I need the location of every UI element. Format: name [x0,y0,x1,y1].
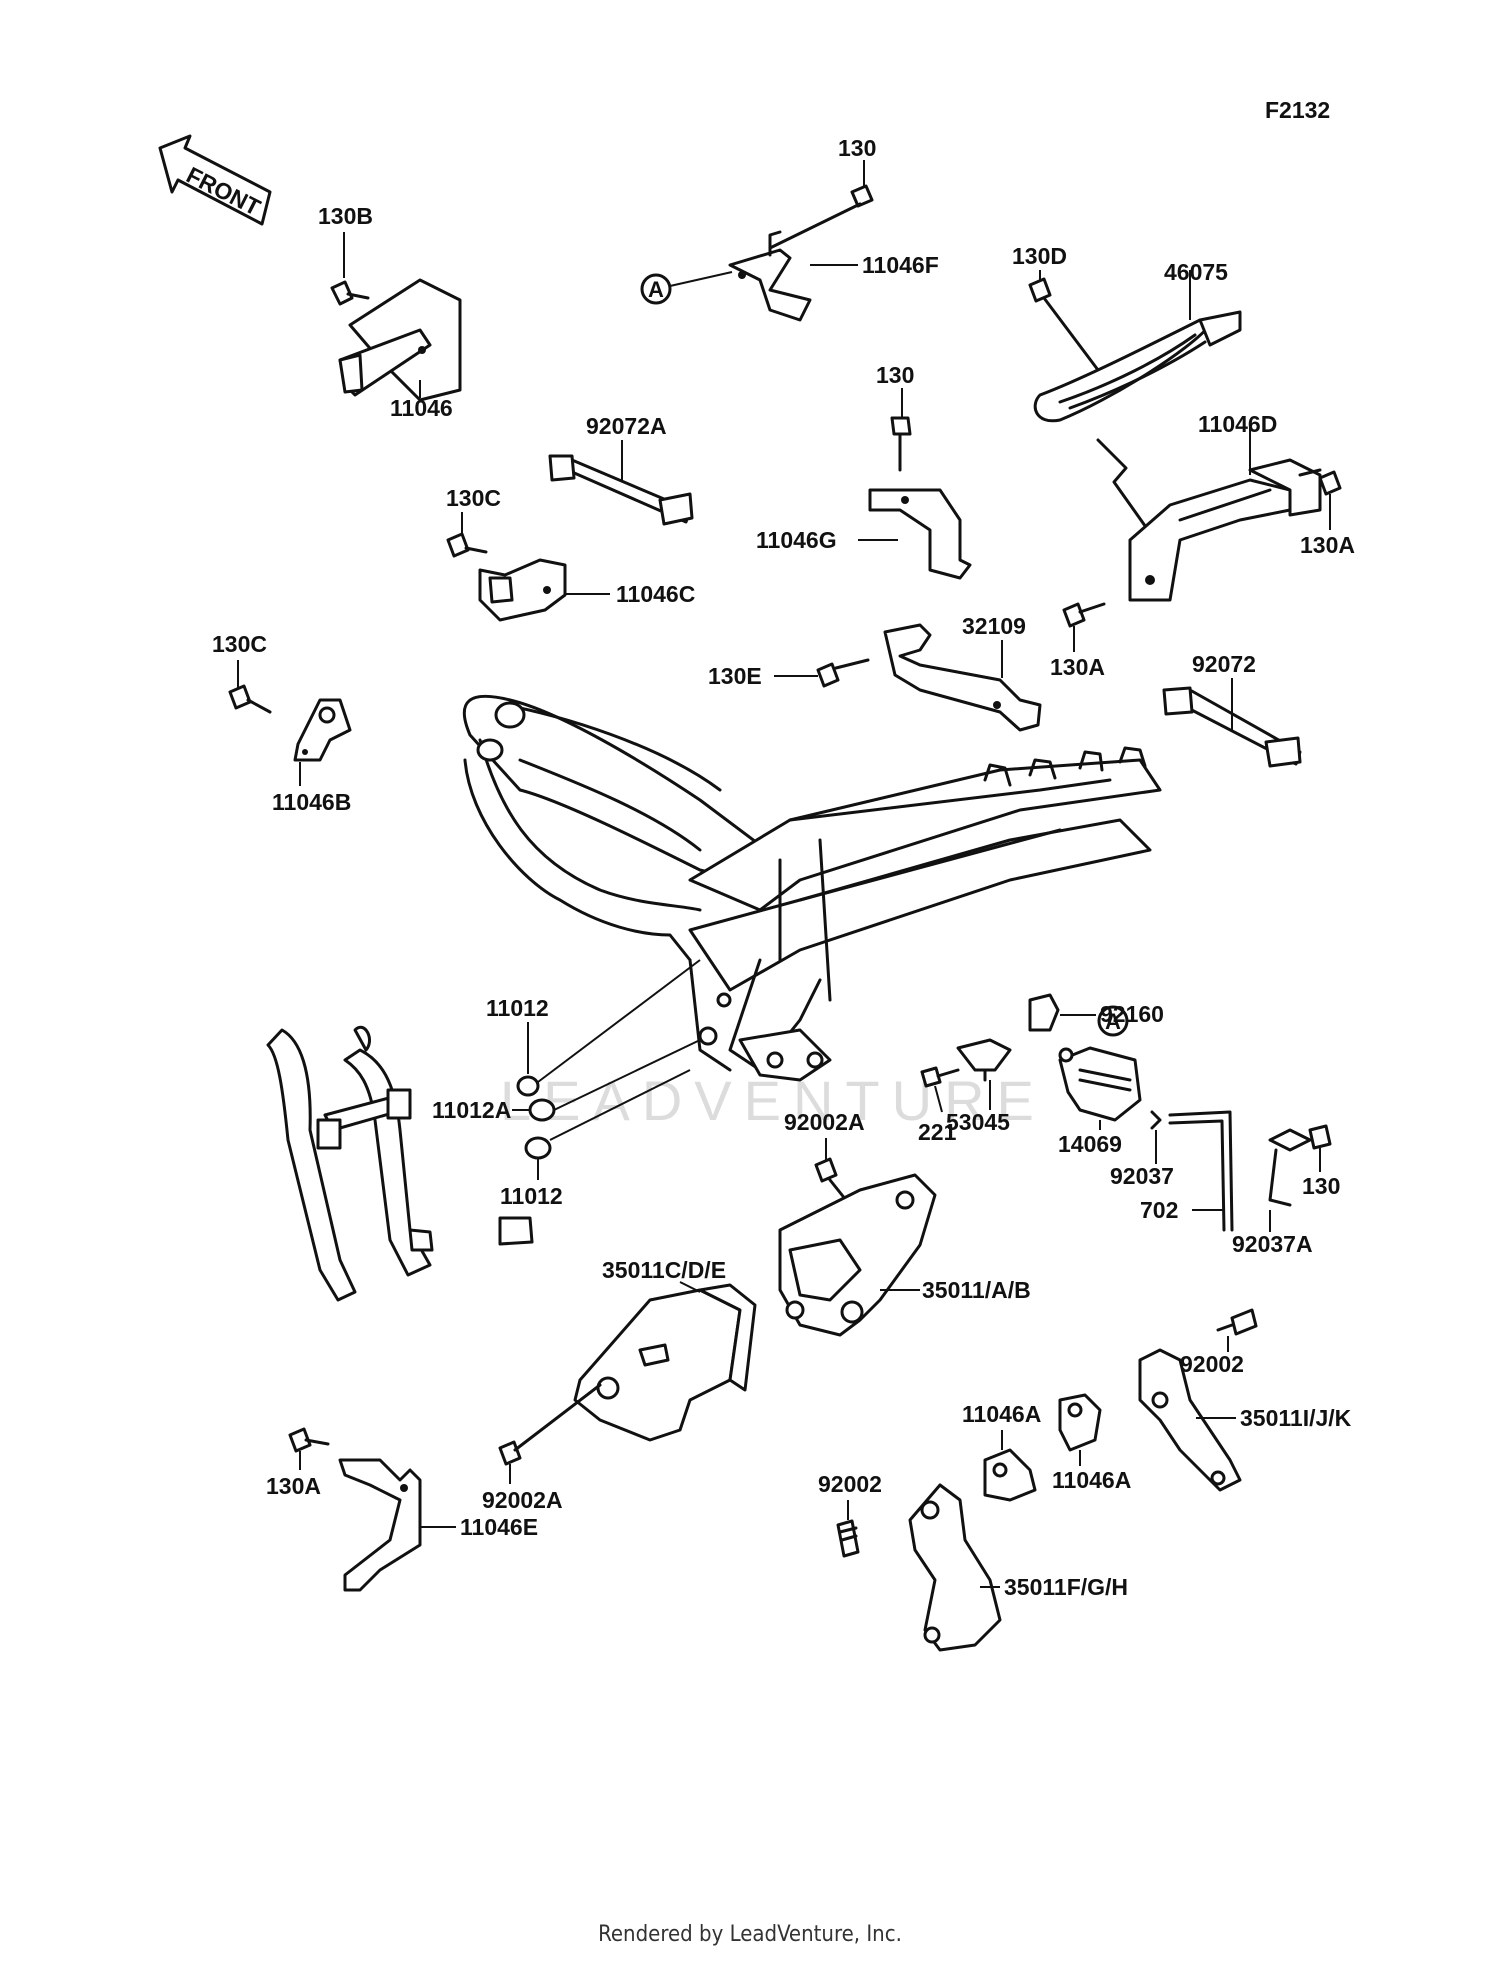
label-35011AB: 35011/A/B [922,1277,1031,1303]
callout-A-right-label: A [1105,1009,1121,1034]
label-92002A-top: 92002A [784,1109,865,1135]
label-11046B: 11046B [272,789,351,815]
label-92072A: 92072A [586,413,667,439]
bracket-11046B [293,698,352,762]
label-92002-bottom: 92002 [818,1471,882,1497]
label-130A-mid: 130A [1050,654,1105,680]
grab-rail-46075 [1033,310,1242,423]
bolt-92002-right-icon [1216,1308,1258,1336]
bracket-11046F [728,230,812,322]
bolt-130D-icon [1028,277,1052,303]
label-11046: 11046 [390,395,453,421]
bracket-11046G [868,488,972,580]
callout-A-right [1097,1005,1129,1037]
label-35011CDE: 35011C/D/E [602,1257,726,1283]
bushing-11012A-icon [528,1098,556,1122]
label-11046A-left: 11046A [962,1401,1041,1427]
bracket-11046D [1128,458,1322,602]
footer-credit: Rendered by LeadVenture, Inc. [598,1922,902,1947]
strap-92072 [1162,686,1302,768]
label-32109: 32109 [962,613,1026,639]
label-92160: 92160 [1100,1001,1164,1027]
bracket-53045 [956,1038,1012,1082]
clamp-92037A [1268,1128,1312,1207]
label-130C-left: 130C [212,631,267,657]
callout-A-top [640,273,672,305]
footpeg-bracket-35011AB [778,1173,937,1337]
bolt-130E-icon [816,658,870,688]
bolt-130-mid-icon [890,416,912,472]
label-11046D: 11046D [1198,411,1277,437]
screw-221-icon [920,1066,960,1088]
bolt-130C-top-icon [446,532,488,558]
label-35011FGH: 35011F/G/H [1004,1574,1128,1600]
bracket-11046A-left [983,1448,1037,1502]
hose-702 [1168,1110,1234,1232]
label-11046A-right: 11046A [1052,1467,1131,1493]
footpeg-bracket-35011CDE [573,1283,757,1442]
figure-id: F2132 [1265,97,1330,123]
label-130A-left: 130A [266,1473,321,1499]
bracket-11046E [338,1458,422,1592]
bracket-32109 [883,623,1042,732]
label-14069: 14069 [1058,1131,1122,1157]
label-92037A: 92037A [1232,1231,1313,1257]
label-92002-right: 92002 [1180,1351,1244,1377]
label-702: 702 [1140,1197,1178,1223]
label-46075: 46075 [1164,259,1228,285]
clip-92160 [1028,993,1060,1032]
label-11012-top: 11012 [486,995,549,1021]
bushing-11012-bottom-icon [524,1136,552,1160]
bolt-130A-right-icon [1318,470,1342,496]
label-35011IJK: 35011I/J/K [1240,1405,1352,1431]
bracket-11046C [478,558,567,622]
main-frame [462,694,1162,1082]
label-11046G: 11046G [756,527,837,553]
bolt-92002-bottom-icon [836,1519,860,1558]
footpeg-bracket-35011IJK [1138,1348,1242,1492]
label-130E: 130E [708,663,762,689]
label-221: 221 [918,1119,957,1145]
label-130C-top: 130C [446,485,501,511]
bolt-130C-left-icon [228,684,272,714]
bolt-130A-left-icon [288,1427,330,1453]
clamp-92037-icon [1150,1110,1162,1130]
front-arrow-icon: FRONT [158,134,272,226]
bolt-130B-icon [330,280,370,306]
label-92002A-bottom: 92002A [482,1487,563,1513]
label-11046E: 11046E [460,1514,538,1540]
label-130-top: 130 [838,135,876,161]
bracket-11046A-right [1058,1393,1102,1452]
label-130A-right: 130A [1300,532,1355,558]
front-down-tubes [266,1026,534,1302]
bolt-130-right-icon [1308,1124,1332,1150]
label-53045: 53045 [946,1109,1010,1135]
bolt-130A-mid-icon [1062,602,1106,628]
footpeg-bracket-35011FGH [908,1483,1002,1652]
box-14069 [1058,1046,1142,1122]
label-130-mid: 130 [876,362,914,388]
label-11046C: 11046C [616,581,695,607]
strap-92072A [548,454,694,526]
label-130D: 130D [1012,243,1067,269]
bolt-130-top-icon [768,184,874,250]
label-130-right: 130 [1302,1173,1340,1199]
label-11012A: 11012A [432,1097,511,1123]
label-11046F: 11046F [862,252,939,278]
bracket-11046 [338,278,462,402]
bolt-92002A-bottom-icon [498,1383,602,1466]
label-11012-bottom: 11012 [500,1183,563,1209]
label-92037: 92037 [1110,1163,1174,1189]
callout-A-top-label: A [648,277,664,302]
bushing-11012-top-icon [516,1075,540,1097]
label-92072: 92072 [1192,651,1256,677]
label-130B: 130B [318,203,373,229]
